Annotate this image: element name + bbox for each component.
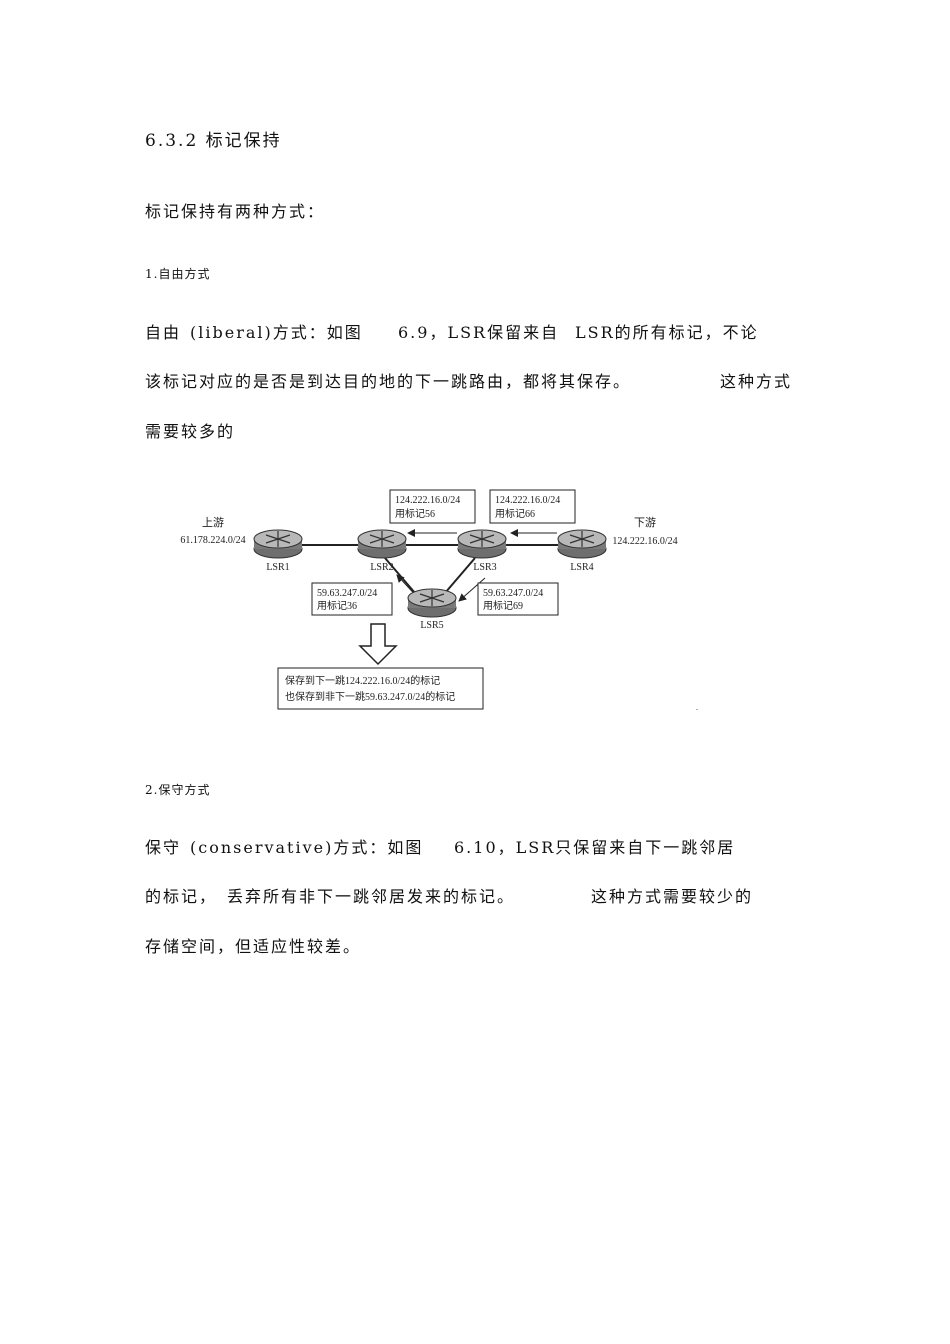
box56-label: 用标记56 <box>395 508 435 520</box>
subsection-title-2: 2.保守方式 <box>145 783 211 797</box>
result-box <box>277 667 484 710</box>
para2-line1-c: 6.10，LSR只保留来自下一跳邻居 <box>454 838 736 857</box>
para1-line2-a: 该标记对应的是否是到达目的地的下一跳路由，都将其保存。 <box>145 372 632 391</box>
down-arrow-icon <box>358 623 398 666</box>
para1-line1-a: 自由 <box>145 323 182 342</box>
box36-prefix: 59.63.247.0/24 <box>317 588 377 599</box>
para1-line3: 需要较多的 <box>145 422 236 441</box>
router-icon-lsr5 <box>407 588 457 618</box>
router-label-lsr3: LSR3 <box>473 562 496 573</box>
para2-line2-b: 丢弃所有非下一跳邻居发来的标记。 <box>227 887 516 906</box>
upstream-label: 上游 <box>202 516 224 529</box>
result-line-2: 也保存到非下一跳59.63.247.0/24的标记 <box>285 690 455 703</box>
result-line-1: 保存到下一跳124.222.16.0/24的标记 <box>285 674 440 687</box>
arrow-lsr3-to-lsr5 <box>458 577 486 602</box>
label-box-56 <box>389 489 476 524</box>
para1-line1-c: 6.9，LSR保留来自 <box>398 323 560 342</box>
stray-dot: . <box>696 703 698 712</box>
router-label-lsr1: LSR1 <box>266 562 289 573</box>
section-heading: 6.3.2 标记保持 <box>145 131 282 151</box>
box69-label: 用标记69 <box>483 600 523 612</box>
router-label-lsr4: LSR4 <box>570 562 593 573</box>
para1-line1-b: (liberal)方式：如图 <box>190 323 363 342</box>
para1-line2-b: 这种方式 <box>720 372 793 391</box>
downstream-prefix: 124.222.16.0/24 <box>612 536 677 547</box>
upstream-prefix: 61.178.224.0/24 <box>180 535 245 546</box>
box36-label: 用标记36 <box>317 600 357 612</box>
para1-line1-d: LSR的所有标记，不论 <box>575 323 759 342</box>
box66-label: 用标记66 <box>495 508 535 520</box>
router-icon-lsr3 <box>457 529 507 559</box>
box56-prefix: 124.222.16.0/24 <box>395 495 460 506</box>
intro-text: 标记保持有两种方式： <box>145 202 326 221</box>
label-box-36 <box>311 582 393 616</box>
router-icon-lsr4 <box>557 529 607 559</box>
para2-line1-a: 保守 <box>145 838 182 857</box>
router-label-lsr5: LSR5 <box>420 620 443 631</box>
box69-prefix: 59.63.247.0/24 <box>483 588 543 599</box>
router-icon-lsr2 <box>357 529 407 559</box>
router-icon-lsr1 <box>253 529 303 559</box>
downstream-label: 下游 <box>634 516 656 529</box>
box66-prefix: 124.222.16.0/24 <box>495 495 560 506</box>
para2-line3: 存储空间，但适应性较差。 <box>145 937 362 956</box>
label-box-69 <box>477 582 559 616</box>
label-retention-diagram: LSR1 LSR2 LSR3 LSR4 LSR5 上游 61.178.224.0… <box>180 489 698 712</box>
subsection-title-1: 1.自由方式 <box>145 267 211 281</box>
para2-line2-c: 这种方式需要较少的 <box>591 887 754 906</box>
label-box-66 <box>489 489 576 524</box>
para2-line1-b: (conservative)方式：如图 <box>190 838 424 857</box>
link-lsr3-lsr5 <box>444 557 476 594</box>
router-label-lsr2: LSR2 <box>370 562 393 573</box>
para2-line2-a: 的标记， <box>145 887 218 906</box>
